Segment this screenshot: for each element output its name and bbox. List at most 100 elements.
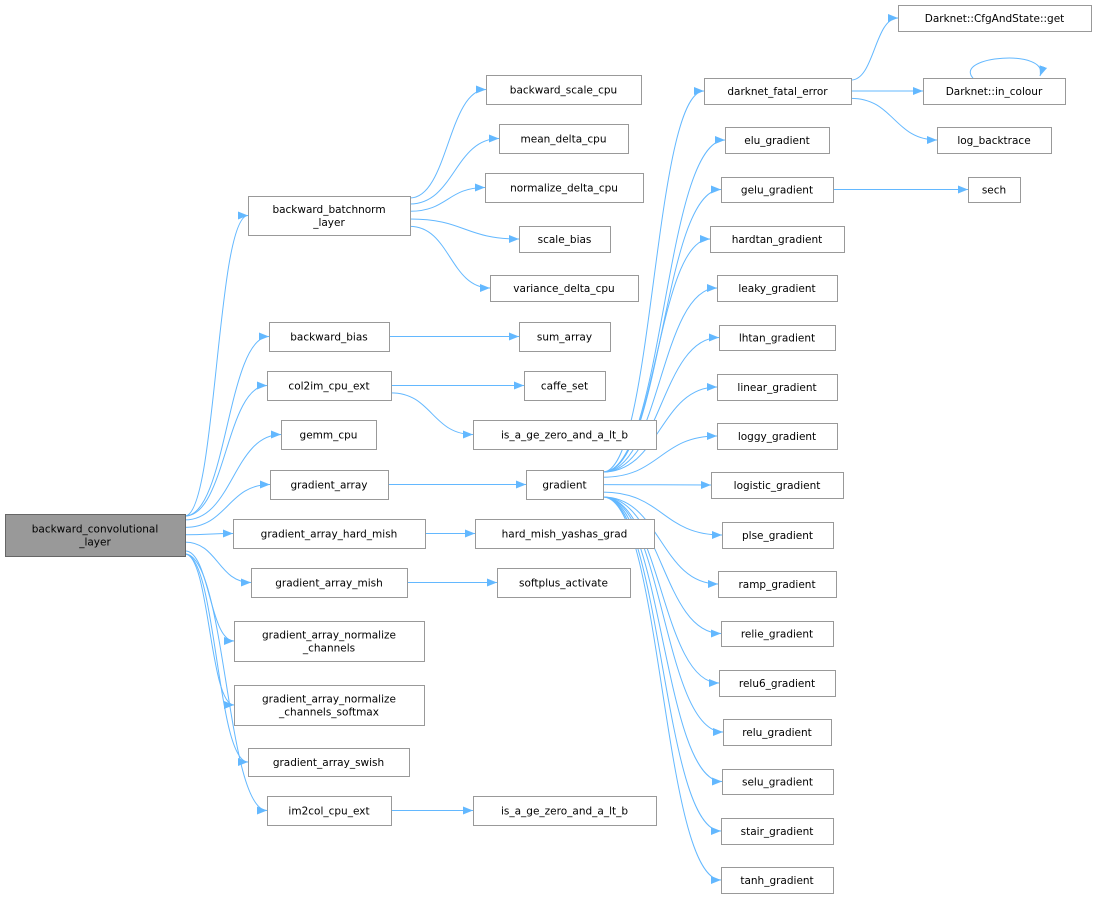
edge-bcl-to-bb	[184, 332, 270, 517]
node-mdc[interactable]: mean_delta_cpu	[499, 124, 629, 154]
node-c2i[interactable]: col2im_cpu_ext	[267, 371, 392, 401]
node-grad[interactable]: gradient	[526, 470, 604, 500]
node-label: backward_bias	[290, 332, 368, 344]
node-leaky[interactable]: leaky_gradient	[717, 275, 838, 302]
node-box	[719, 670, 836, 697]
node-label: backward_convolutional	[32, 524, 159, 536]
node-sb[interactable]: scale_bias	[519, 226, 611, 253]
edge-path	[409, 134, 500, 205]
node-ramp[interactable]: ramp_gradient	[718, 571, 837, 598]
node-bsc[interactable]: backward_scale_cpu	[486, 75, 642, 105]
edge-grad-to-relie	[602, 496, 722, 638]
node-bbl[interactable]: backward_batchnorm_layer	[248, 196, 411, 236]
node-hardtan[interactable]: hardtan_gradient	[710, 226, 845, 253]
node-gemm[interactable]: gemm_cpu	[281, 420, 377, 450]
node-box	[234, 621, 425, 662]
edge-path	[850, 14, 899, 81]
node-elu[interactable]: elu_gradient	[725, 127, 830, 154]
node-gans[interactable]: gradient_array_normalize_channels_softma…	[234, 685, 425, 726]
node-label: tanh_gradient	[740, 875, 813, 887]
edge-grad-to-tanh	[602, 496, 722, 884]
node-gelu[interactable]: gelu_gradient	[721, 177, 834, 203]
edge-path	[602, 491, 723, 539]
node-plse[interactable]: plse_gradient	[722, 522, 834, 549]
node-label: leaky_gradient	[738, 283, 815, 295]
edge-path	[184, 211, 249, 517]
node-relie[interactable]: relie_gradient	[721, 621, 834, 647]
node-sech[interactable]: sech	[968, 177, 1021, 203]
node-vdc[interactable]: variance_delta_cpu	[490, 275, 639, 302]
node-box	[248, 196, 411, 236]
node-bb[interactable]: backward_bias	[269, 322, 390, 352]
node-gam[interactable]: gradient_array_mish	[251, 568, 408, 598]
edge-bbl-to-vdc	[409, 225, 491, 292]
node-label: _layer	[78, 537, 111, 549]
edges	[184, 14, 1048, 884]
node-label: gradient_array	[290, 480, 367, 492]
node-box	[281, 420, 377, 450]
node-sa[interactable]: sum_array	[519, 322, 611, 352]
node-label: sech	[982, 185, 1006, 197]
node-logb[interactable]: log_backtrace	[937, 127, 1052, 154]
node-inc[interactable]: Darknet::in_colour	[923, 78, 1066, 105]
node-relu6[interactable]: relu6_gradient	[719, 670, 836, 697]
edge-path	[602, 235, 711, 473]
node-stair[interactable]: stair_gradient	[721, 818, 834, 845]
node-tanh[interactable]: tanh_gradient	[721, 867, 834, 894]
node-label: elu_gradient	[744, 135, 810, 147]
node-label: softplus_activate	[519, 578, 608, 590]
node-box	[722, 769, 834, 795]
node-label: relu_gradient	[742, 727, 812, 739]
node-dfe[interactable]: darknet_fatal_error	[704, 78, 852, 105]
edge-c2i-to-isa1	[390, 392, 474, 439]
node-gan[interactable]: gradient_array_normalize_channels	[234, 621, 425, 662]
edge-bcl-to-c2i	[184, 381, 268, 517]
node-bcl[interactable]: backward_convolutional_layer	[5, 514, 186, 557]
node-label: scale_bias	[538, 234, 592, 246]
edge-grad-to-relu6	[602, 496, 720, 687]
node-spa[interactable]: softplus_activate	[497, 568, 631, 598]
edge-bcl-to-i2c	[184, 553, 268, 815]
node-linear[interactable]: linear_gradient	[717, 374, 838, 401]
node-box	[718, 571, 837, 598]
node-box	[234, 685, 425, 726]
node-label: darknet_fatal_error	[727, 86, 828, 98]
node-i2c[interactable]: im2col_cpu_ext	[267, 796, 392, 826]
node-gahm[interactable]: gradient_array_hard_mish	[233, 519, 426, 549]
node-label: hard_mish_yashas_grad	[502, 529, 628, 541]
node-ga[interactable]: gradient_array	[270, 470, 389, 500]
edge-bcl-to-gam	[184, 541, 252, 587]
node-label: gelu_gradient	[741, 185, 813, 197]
edge-path	[184, 430, 282, 521]
edge-inc-to-inc	[969, 57, 1048, 79]
node-isa1[interactable]: is_a_ge_zero_and_a_lt_b	[473, 420, 657, 450]
node-ndc[interactable]: normalize_delta_cpu	[485, 173, 644, 203]
node-box	[968, 177, 1021, 203]
node-box	[721, 621, 834, 647]
node-label: relu6_gradient	[739, 678, 815, 690]
edge-path	[602, 136, 726, 473]
node-logistic[interactable]: logistic_gradient	[711, 472, 844, 499]
node-cs[interactable]: caffe_set	[524, 371, 606, 401]
edge-bcl-to-gemm	[184, 430, 282, 521]
edge-path	[409, 183, 486, 212]
node-label: is_a_ge_zero_and_a_lt_b	[501, 806, 628, 818]
node-loggy[interactable]: loggy_gradient	[717, 423, 838, 450]
node-cfg[interactable]: Darknet::CfgAndState::get	[898, 5, 1092, 32]
node-gas[interactable]: gradient_array_swish	[248, 748, 410, 777]
edge-path	[602, 333, 720, 473]
node-label: gradient_array_swish	[273, 757, 384, 769]
node-relu[interactable]: relu_gradient	[723, 719, 832, 746]
node-label: gradient_array_normalize	[262, 694, 396, 706]
node-label: col2im_cpu_ext	[288, 381, 369, 393]
node-label: plse_gradient	[742, 530, 813, 542]
node-selu[interactable]: selu_gradient	[722, 769, 834, 795]
edge-bcl-to-gahm	[184, 529, 234, 538]
node-label: variance_delta_cpu	[513, 283, 614, 295]
node-box	[898, 5, 1092, 32]
node-isa2[interactable]: is_a_ge_zero_and_a_lt_b	[473, 796, 657, 826]
node-lhtan[interactable]: lhtan_gradient	[719, 325, 836, 351]
node-box	[267, 371, 392, 401]
node-hmyg[interactable]: hard_mish_yashas_grad	[475, 519, 655, 549]
